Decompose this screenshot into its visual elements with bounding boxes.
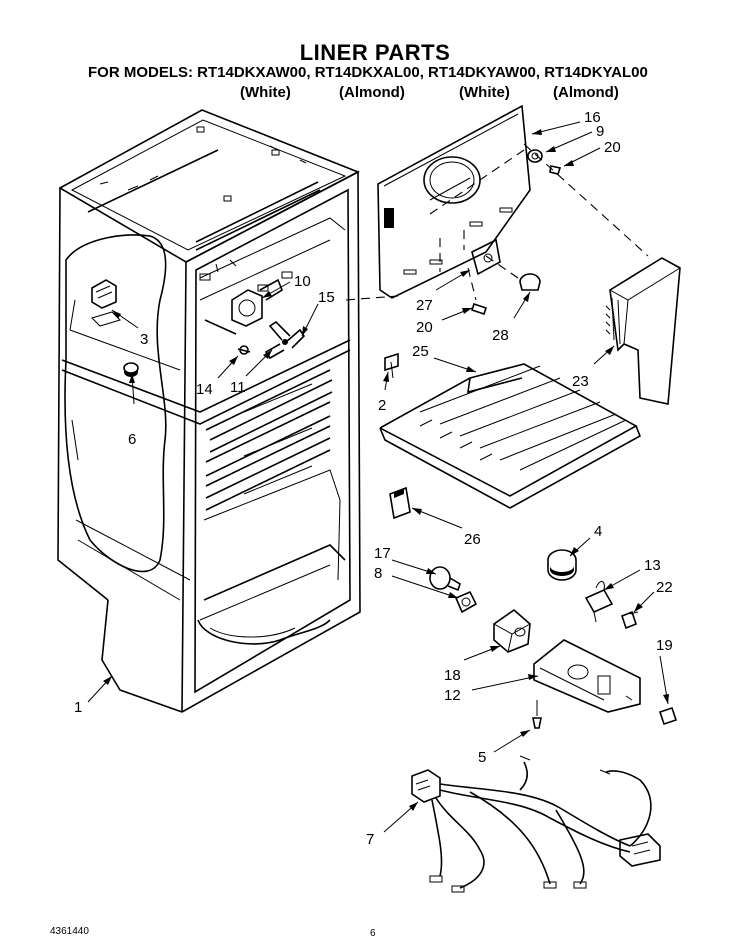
page-number: 6 (370, 928, 376, 939)
callout-17: 17 (374, 545, 391, 562)
callout-18: 18 (444, 667, 461, 684)
part-27-damper (471, 238, 501, 276)
variant-label: (White) (459, 84, 510, 101)
callout-16: 16 (584, 109, 601, 126)
callout-5: 5 (478, 749, 486, 766)
part-12-control-housing (533, 639, 641, 713)
part-4-thermostat-knob (547, 549, 577, 581)
callout-20: 20 (416, 319, 433, 336)
callout-4: 4 (594, 523, 602, 540)
part-10-fan-motor (204, 278, 283, 335)
variant-label: (Almond) (553, 84, 619, 101)
callout-8: 8 (374, 565, 382, 582)
part-25-freezer-shelf (379, 363, 642, 509)
callout-3: 3 (140, 331, 148, 348)
callout-7: 7 (366, 831, 374, 848)
callout-23: 23 (572, 373, 589, 390)
callout-2: 2 (378, 397, 386, 414)
part-19-clip (658, 706, 678, 726)
callout-6: 6 (128, 431, 136, 448)
part-3-light-switch (91, 279, 121, 327)
callout-15: 15 (318, 289, 335, 306)
part-6-plug (123, 362, 139, 377)
part-9-grommet (527, 149, 543, 163)
models-line: FOR MODELS: RT14DKXAW00, RT14DKXAL00, RT… (88, 64, 648, 81)
part-23-air-duct (605, 257, 681, 405)
callout-20: 20 (604, 139, 621, 156)
refrigerator-liner (57, 109, 361, 713)
callout-26: 26 (464, 531, 481, 548)
part-2-clip (384, 352, 399, 379)
callout-13: 13 (644, 557, 661, 574)
callout-labels: 16 9 20 10 15 27 20 28 3 14 11 25 2 23 6… (74, 109, 673, 848)
part-20-screw-upper (549, 165, 562, 175)
document-number: 4361440 (50, 926, 89, 937)
callout-27: 27 (416, 297, 433, 314)
part-17-light-bulb (429, 566, 461, 592)
part-26-light-shield (389, 486, 411, 520)
leader-lines (87, 121, 669, 833)
variant-label: (White) (240, 84, 291, 101)
callout-12: 12 (444, 687, 461, 704)
part-5-screw (532, 700, 542, 729)
part-7-wiring-harness (411, 755, 661, 893)
part-15-fan-blade (264, 320, 306, 360)
callout-11: 11 (230, 379, 246, 396)
callout-14: 14 (196, 381, 213, 398)
part-28-knob (519, 273, 541, 291)
callout-28: 28 (492, 327, 509, 344)
variant-label: (Almond) (339, 84, 405, 101)
callout-10: 10 (294, 273, 311, 290)
part-20-screw-lower (470, 302, 488, 316)
callout-9: 9 (596, 123, 604, 140)
callout-19: 19 (656, 637, 673, 654)
part-18-light-socket (493, 608, 531, 653)
callout-25: 25 (412, 343, 429, 360)
callout-1: 1 (74, 699, 82, 716)
part-13-thermostat (584, 581, 614, 623)
part-22-connector (621, 610, 639, 630)
part-8-bulb-socket (454, 590, 478, 614)
diagram-title: LINER PARTS (299, 40, 451, 65)
callout-22: 22 (656, 579, 673, 596)
part-14-screw (237, 345, 251, 355)
part-16-evaporator-cover (377, 104, 531, 299)
